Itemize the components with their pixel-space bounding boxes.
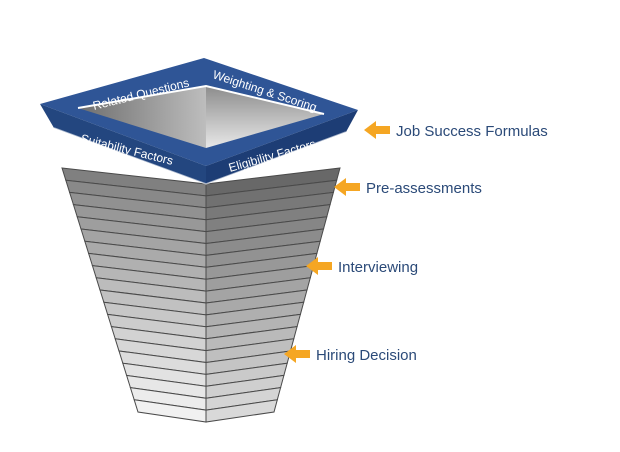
rim-front-edge	[53, 127, 347, 185]
rim-inner-back-left	[78, 86, 206, 148]
rim-front-right	[206, 110, 358, 184]
arrow-icon	[364, 121, 390, 139]
rim-front-left	[40, 104, 206, 184]
stage-label: Job Success Formulas	[396, 123, 548, 140]
funnel-body	[61, 167, 341, 423]
stage-hiring-decision: Hiring Decision	[284, 345, 417, 364]
arrow-icon	[334, 178, 360, 196]
rim-inner-edge	[77, 84, 325, 115]
arrow-icon	[306, 257, 332, 275]
stage-label: Interviewing	[338, 259, 418, 276]
stage-job-success: Job Success Formulas	[364, 121, 548, 140]
funnel-rim: Related Questions Weighting & Scoring Su…	[40, 58, 358, 185]
rim-inner-back-right	[206, 86, 324, 148]
stage-label: Pre-assessments	[366, 180, 482, 197]
stage-pre-assessments: Pre-assessments	[334, 178, 482, 197]
stage-label: Hiring Decision	[316, 347, 417, 364]
stage-interviewing: Interviewing	[306, 257, 418, 276]
funnel-slab-right	[205, 399, 278, 423]
arrow-icon	[284, 345, 310, 363]
